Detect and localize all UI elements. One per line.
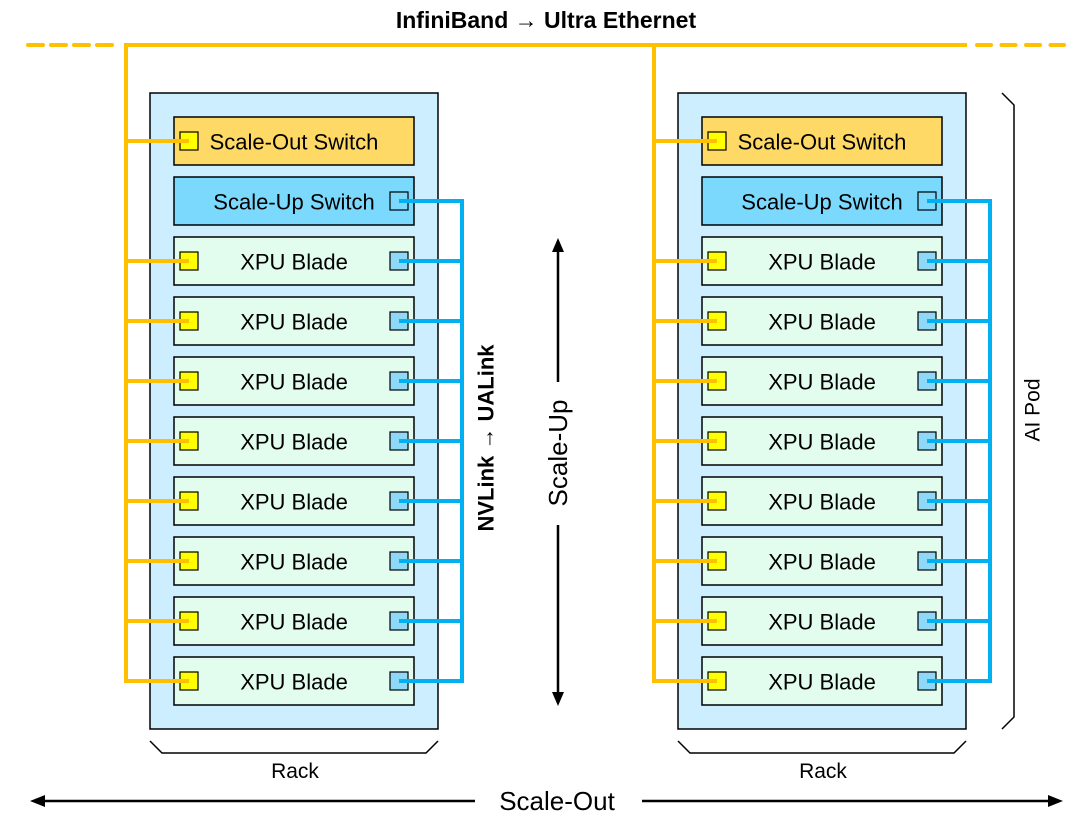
xpu-blade: XPU Blade xyxy=(173,476,415,526)
xpu-blade-label: XPU Blade xyxy=(240,550,348,575)
scale-up-switch-label: Scale-Up Switch xyxy=(741,190,902,215)
xpu-blade-box xyxy=(701,656,943,706)
arrow-down-icon xyxy=(552,692,564,706)
xpu-blade: XPU Blade xyxy=(701,536,943,586)
xpu-blade: XPU Blade xyxy=(701,356,943,406)
xpu-blade-label: XPU Blade xyxy=(768,490,876,515)
xpu-blade-box xyxy=(701,356,943,406)
xpu-blade-label: XPU Blade xyxy=(768,250,876,275)
scale-up-links xyxy=(927,199,992,683)
xpu-blade-box xyxy=(701,236,943,286)
xpu-blade-box xyxy=(701,596,943,646)
xpu-blade: XPU Blade xyxy=(173,416,415,466)
xpu-blade: XPU Blade xyxy=(173,236,415,286)
xpu-blade-label: XPU Blade xyxy=(240,310,348,335)
xpu-blade-label: XPU Blade xyxy=(240,490,348,515)
scale-out-links xyxy=(652,43,717,683)
xpu-blade: XPU Blade xyxy=(701,296,943,346)
xpu-blade-label: XPU Blade xyxy=(768,370,876,395)
rack-label: Rack xyxy=(271,760,319,783)
xpu-blade: XPU Blade xyxy=(173,536,415,586)
scale-out-switch-label: Scale-Out Switch xyxy=(738,130,907,155)
scale-out-fabric-title: InfiniBand → Ultra Ethernet xyxy=(396,7,697,33)
scale-up-switch-label: Scale-Up Switch xyxy=(213,190,374,215)
xpu-blade-box xyxy=(701,536,943,586)
xpu-blade-label: XPU Blade xyxy=(768,550,876,575)
xpu-blade-label: XPU Blade xyxy=(240,610,348,635)
ai-pod-label: AI Pod xyxy=(1022,378,1045,441)
xpu-blade: XPU Blade xyxy=(701,416,943,466)
scale-out-links xyxy=(124,43,189,683)
arrow-right-icon xyxy=(1048,795,1063,807)
xpu-blade-label: XPU Blade xyxy=(240,670,348,695)
scale-up-switch: Scale-Up Switch xyxy=(701,176,943,226)
scale-out-switch-box xyxy=(173,116,415,166)
xpu-blade-label: XPU Blade xyxy=(768,430,876,455)
xpu-blade-box xyxy=(173,536,415,586)
scale-out-axis: Scale-Out xyxy=(30,786,1063,816)
xpu-blade-label: XPU Blade xyxy=(240,250,348,275)
rack-bracket xyxy=(149,740,439,754)
xpu-blade-box xyxy=(173,596,415,646)
xpu-blade: XPU Blade xyxy=(173,356,415,406)
xpu-blade: XPU Blade xyxy=(701,236,943,286)
scale-up-links xyxy=(399,199,464,683)
scale-up-axis-label: Scale-Up xyxy=(543,400,573,507)
xpu-blade-box xyxy=(173,656,415,706)
arrow-left-icon xyxy=(30,795,45,807)
rack-bracket xyxy=(677,740,967,754)
xpu-blade-label: XPU Blade xyxy=(768,610,876,635)
xpu-blade-label: XPU Blade xyxy=(768,670,876,695)
xpu-blade: XPU Blade xyxy=(173,296,415,346)
scale-out-switch-label: Scale-Out Switch xyxy=(210,130,379,155)
scale-up-axis: Scale-Up xyxy=(543,238,573,706)
scale-out-switch: Scale-Out Switch xyxy=(173,116,415,166)
xpu-blade-box xyxy=(173,416,415,466)
scale-out-axis-label: Scale-Out xyxy=(499,786,615,816)
scale-up-switch: Scale-Up Switch xyxy=(173,176,415,226)
scale-up-fabric-label: NVLink → UALink xyxy=(474,344,499,532)
xpu-blade-label: XPU Blade xyxy=(240,370,348,395)
xpu-blade: XPU Blade xyxy=(701,596,943,646)
scale-out-switch: Scale-Out Switch xyxy=(701,116,943,166)
xpu-blade-box xyxy=(173,476,415,526)
xpu-blade-label: XPU Blade xyxy=(240,430,348,455)
ai-pod-bracket xyxy=(1001,92,1015,730)
xpu-blade: XPU Blade xyxy=(173,656,415,706)
xpu-blade: XPU Blade xyxy=(701,476,943,526)
scale-up-switch-box xyxy=(701,176,943,226)
rack-label: Rack xyxy=(799,760,847,783)
arrow-up-icon xyxy=(552,238,564,252)
xpu-blade-label: XPU Blade xyxy=(768,310,876,335)
xpu-blade: XPU Blade xyxy=(173,596,415,646)
xpu-blade: XPU Blade xyxy=(701,656,943,706)
ai-pod-group: AI Pod xyxy=(1001,92,1045,730)
